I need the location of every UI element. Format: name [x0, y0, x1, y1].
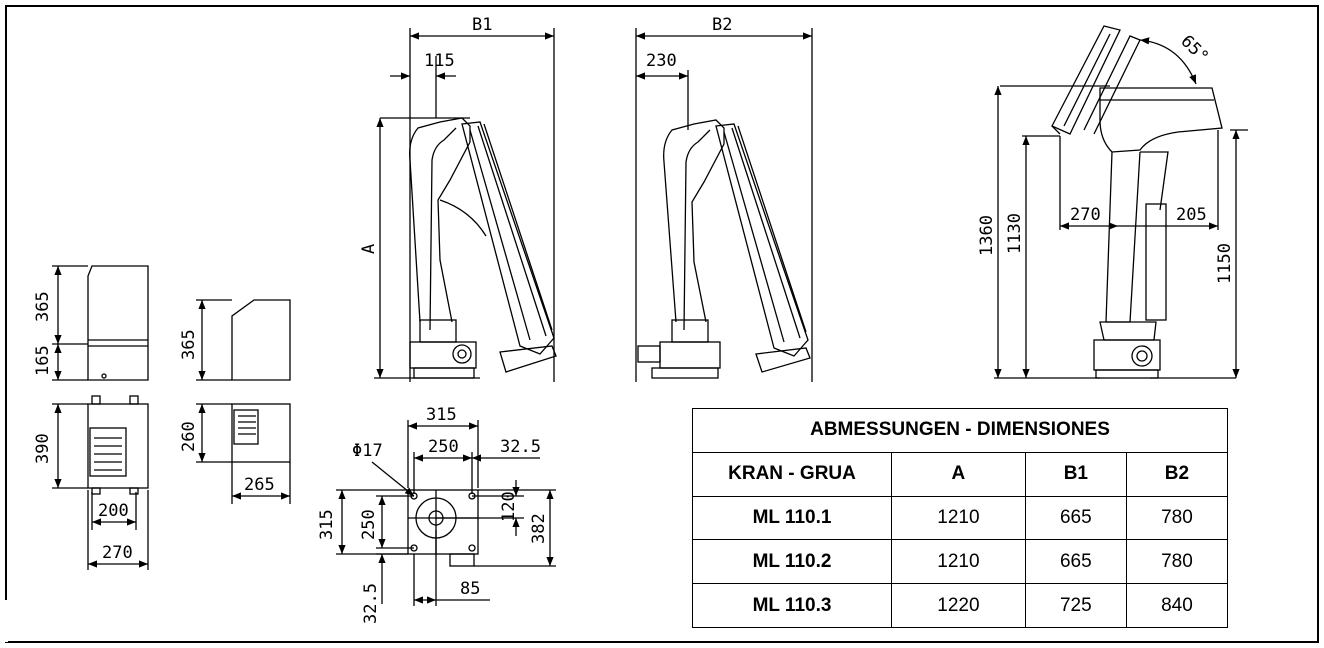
- dim-200-label: 200: [98, 501, 129, 521]
- dim-390-label: 390: [33, 433, 53, 464]
- dim-365-box1-label: 365: [33, 291, 53, 322]
- crane-front-view: [994, 25, 1248, 379]
- row-a: 1210: [891, 495, 1026, 541]
- dim-32-5-bottom-label: 32.5: [361, 583, 381, 624]
- box-side-view: [196, 299, 291, 381]
- dim-65-angle-label: 65°: [1176, 31, 1212, 67]
- dim-a-label: A: [359, 244, 379, 254]
- dim-b1-label: B1: [472, 15, 492, 35]
- dim-365-box2-label: 365: [179, 329, 199, 360]
- row-kran: ML 110.1: [692, 495, 892, 541]
- row-kran: ML 110.2: [692, 539, 892, 585]
- control-box-side-view: [52, 265, 149, 381]
- crane-side-view-b2: [635, 28, 813, 382]
- row-b1: 665: [1024, 495, 1127, 541]
- base-plate-plan: [336, 420, 556, 606]
- row-b2: 840: [1125, 583, 1229, 628]
- table-row: ML 110.3 1220 725 840: [692, 583, 1229, 628]
- dim-1150-label: 1150: [1215, 243, 1235, 284]
- row-b2: 780: [1125, 539, 1229, 585]
- control-box-top-view: [52, 395, 149, 570]
- table-row: ML 110.2 1210 665 780: [692, 539, 1229, 585]
- dim-85-label: 85: [460, 579, 480, 599]
- dim-270-front-label: 270: [1070, 205, 1101, 225]
- header-kran: KRAN - GRUA: [692, 451, 892, 497]
- dim-315-top-label: 315: [426, 405, 457, 425]
- dim-265-label: 265: [244, 475, 275, 495]
- dim-382-label: 382: [529, 513, 549, 544]
- dim-250-top-label: 250: [428, 437, 459, 457]
- dim-115-label: 115: [424, 51, 455, 71]
- dim-270-box-label: 270: [102, 543, 133, 563]
- dim-1360-label: 1360: [977, 215, 997, 256]
- dim-120-label: 120: [499, 491, 519, 522]
- dim-phi17-label: Φ17: [352, 441, 383, 461]
- box-top-view: [196, 403, 291, 504]
- dim-205-label: 205: [1176, 205, 1207, 225]
- table-row: ML 110.1 1210 665 780: [692, 495, 1229, 541]
- dim-260-label: 260: [179, 421, 199, 452]
- row-a: 1220: [891, 583, 1026, 628]
- crane-side-view-b1: [374, 28, 557, 382]
- header-a: A: [891, 451, 1026, 497]
- drawing-border: [5, 5, 1319, 643]
- header-b2: B2: [1125, 451, 1229, 497]
- dim-165-label: 165: [33, 345, 53, 376]
- row-b2: 780: [1125, 495, 1229, 541]
- dim-315-left-label: 315: [317, 509, 337, 540]
- row-b1: 665: [1024, 539, 1127, 585]
- row-a: 1210: [891, 539, 1026, 585]
- header-b1: B1: [1024, 451, 1127, 497]
- dimensions-table: ABMESSUNGEN - DIMENSIONES KRAN - GRUA A …: [692, 408, 1229, 628]
- row-kran: ML 110.3: [692, 583, 892, 628]
- dim-250-left-label: 250: [359, 509, 379, 540]
- dim-b2-label: B2: [712, 15, 732, 35]
- row-b1: 725: [1024, 583, 1127, 628]
- dim-32-5-top-label: 32.5: [500, 437, 541, 457]
- table-title: ABMESSUNGEN - DIMENSIONES: [692, 408, 1228, 453]
- dim-230-label: 230: [646, 51, 677, 71]
- dim-1130-label: 1130: [1005, 213, 1025, 254]
